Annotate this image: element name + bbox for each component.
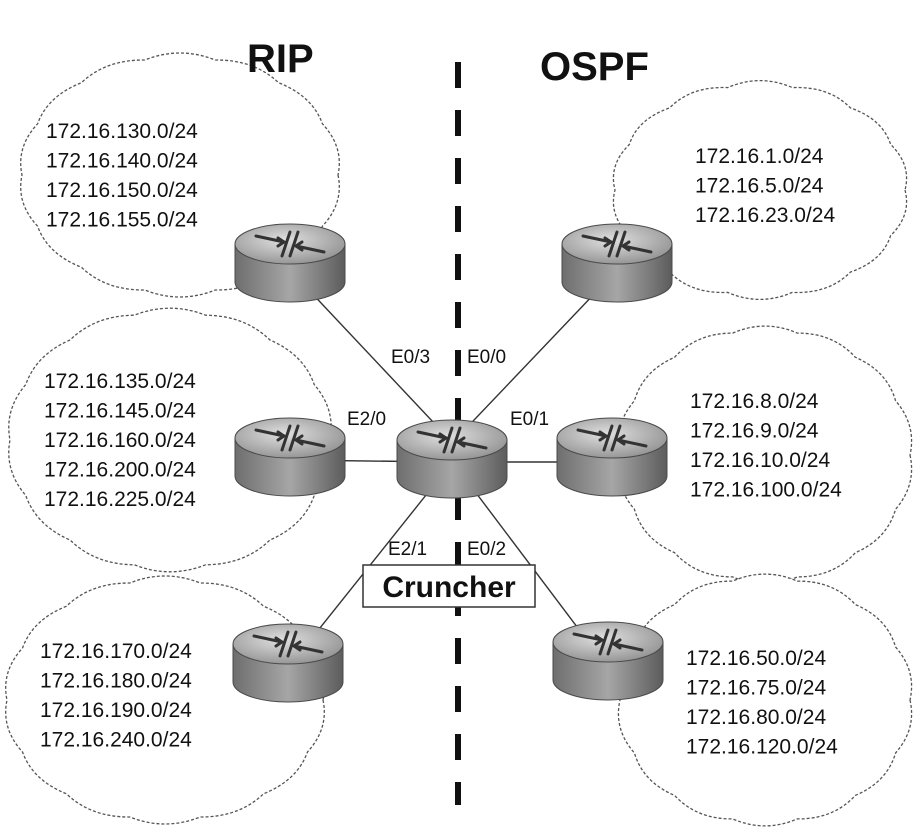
cloud-shape xyxy=(617,325,913,585)
interface-label: E0/0 xyxy=(467,347,506,368)
subnet-label: 172.16.8.0/24 xyxy=(690,390,819,413)
cloud-shape xyxy=(617,573,913,827)
subnet-label: 172.16.100.0/24 xyxy=(690,479,842,502)
subnet-label: 172.16.155.0/24 xyxy=(46,209,198,232)
cloud-shape xyxy=(612,80,908,300)
cloud-shape xyxy=(8,307,332,573)
subnet-label: 172.16.150.0/24 xyxy=(46,179,198,202)
subnet-labels: 172.16.130.0/24 172.16.140.0/24 172.16.150… xyxy=(40,120,842,759)
router-icon xyxy=(233,416,347,498)
subnet-label: 172.16.190.0/24 xyxy=(40,699,192,722)
router-icon xyxy=(231,622,345,704)
subnet-label: 172.16.140.0/24 xyxy=(46,150,198,173)
subnet-label: 172.16.50.0/24 xyxy=(686,647,826,670)
interface-label: E0/3 xyxy=(391,347,430,368)
subnet-label: 172.16.225.0/24 xyxy=(44,488,196,511)
router-icon xyxy=(233,222,347,304)
subnet-label: 172.16.130.0/24 xyxy=(46,120,198,143)
subnet-label: 172.16.160.0/24 xyxy=(44,429,196,452)
interface-label: E2/0 xyxy=(347,409,386,430)
subnet-label: 172.16.23.0/24 xyxy=(695,204,835,227)
subnet-label: 172.16.10.0/24 xyxy=(690,449,830,472)
subnet-label: 172.16.9.0/24 xyxy=(690,420,819,443)
interface-label: E0/2 xyxy=(467,539,506,560)
subnet-label: 172.16.135.0/24 xyxy=(44,370,196,393)
router-name-box xyxy=(362,564,536,608)
subnet-label: 172.16.200.0/24 xyxy=(44,459,196,482)
subnet-label: 172.16.240.0/24 xyxy=(40,729,192,752)
subnet-label: 172.16.170.0/24 xyxy=(40,640,192,663)
subnet-label: 172.16.145.0/24 xyxy=(44,400,196,423)
router-icon-cruncher xyxy=(395,418,509,500)
subnet-label: 172.16.5.0/24 xyxy=(695,175,824,198)
router-icon xyxy=(551,620,665,702)
subnet-label: 172.16.1.0/24 xyxy=(695,145,824,168)
subnet-label: 172.16.75.0/24 xyxy=(686,677,826,700)
router-icon xyxy=(555,416,669,498)
subnet-label: 172.16.120.0/24 xyxy=(686,736,838,759)
router-name: Cruncher xyxy=(382,571,516,604)
interface-label: E0/1 xyxy=(510,409,549,430)
router-icon xyxy=(560,222,674,304)
domain-title-rip: RIP xyxy=(247,37,314,81)
domain-title-ospf: OSPF xyxy=(540,45,649,89)
interface-label: E2/1 xyxy=(388,539,427,560)
subnet-label: 172.16.80.0/24 xyxy=(686,706,826,729)
subnet-label: 172.16.180.0/24 xyxy=(40,670,192,693)
